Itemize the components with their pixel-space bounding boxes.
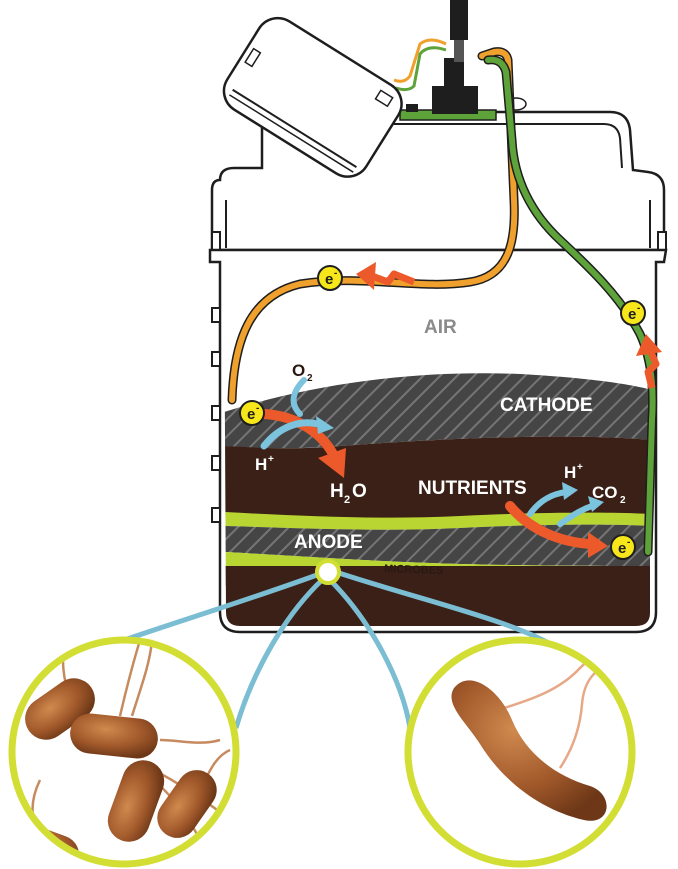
svg-text:H: H	[564, 463, 576, 482]
circuit-board-icon	[399, 0, 527, 121]
svg-text:-: -	[334, 268, 337, 279]
svg-text:O: O	[352, 481, 367, 502]
svg-text:e: e	[325, 271, 333, 288]
svg-text:2: 2	[344, 494, 350, 506]
electron-icon: e -	[620, 300, 646, 326]
proton-left-label: H +	[255, 454, 274, 474]
zoom-lens-right	[404, 636, 636, 868]
svg-text:-: -	[627, 537, 630, 548]
svg-text:e: e	[628, 306, 636, 323]
proton-right-label: H +	[564, 462, 583, 482]
lid-wire-green	[395, 46, 447, 92]
lid-wire-orange	[393, 38, 447, 83]
cathode-layer	[224, 373, 650, 449]
electron-icon: e -	[239, 400, 265, 426]
magnifier-focus-ring	[315, 559, 341, 585]
svg-text:e: e	[247, 406, 255, 423]
battery-pack	[222, 16, 403, 178]
svg-text:+: +	[268, 454, 274, 465]
svg-text:H: H	[255, 455, 267, 474]
svg-text:H: H	[330, 481, 344, 502]
anode-top-strip	[224, 512, 650, 530]
nutrients-label: NUTRIENTS	[418, 478, 527, 499]
microbes-label: MICROBES	[384, 563, 444, 577]
cathode-label: CATHODE	[500, 395, 593, 416]
bucket-side-ridges	[211, 307, 221, 523]
svg-text:e: e	[618, 540, 626, 557]
svg-text:-: -	[637, 303, 640, 314]
zoom-lens-left	[8, 636, 240, 868]
arrow-icon	[259, 262, 662, 558]
electron-icon: e -	[317, 265, 343, 291]
electron-icon: e -	[610, 534, 636, 560]
air-label: AIR	[424, 317, 457, 338]
anode-label: ANODE	[294, 532, 363, 553]
svg-text:+: +	[577, 462, 583, 473]
oxygen-label: O 2	[292, 361, 313, 384]
water-label: H 2 O	[330, 481, 367, 506]
svg-text:CO: CO	[592, 483, 618, 502]
svg-text:-: -	[256, 403, 259, 414]
svg-text:2: 2	[307, 373, 313, 384]
svg-text:O: O	[292, 361, 305, 380]
co2-label: CO 2	[592, 483, 626, 506]
svg-text:2: 2	[620, 495, 626, 506]
